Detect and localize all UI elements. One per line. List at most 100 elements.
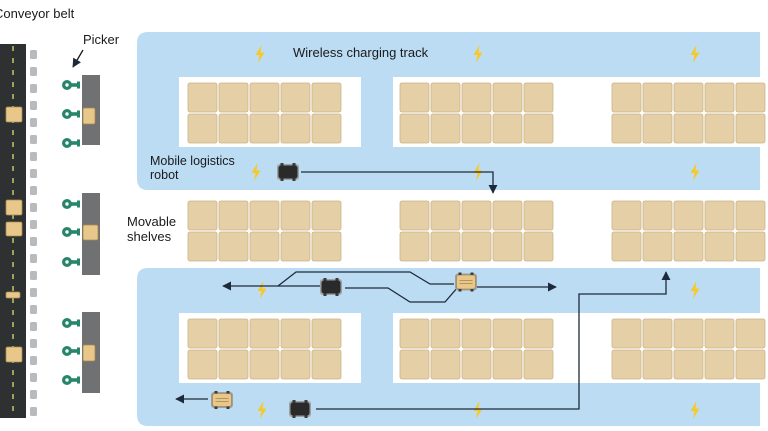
- shelf-unit: [642, 231, 673, 262]
- package-icon: [5, 291, 21, 299]
- shelf-unit: [399, 231, 430, 262]
- shelf-unit: [735, 82, 766, 113]
- lightning-bolt-icon: [251, 163, 261, 181]
- shelf-unit: [492, 82, 523, 113]
- shelf-unit: [611, 82, 642, 113]
- conveyor-roller: [30, 169, 37, 178]
- shelf-unit: [735, 231, 766, 262]
- conveyor-layer: [0, 44, 37, 418]
- picker-robot-icon: [62, 375, 80, 385]
- shelf-unit: [735, 113, 766, 144]
- shelf-unit: [673, 200, 704, 231]
- conveyor-roller: [30, 203, 37, 212]
- lightning-bolt-icon: [690, 401, 700, 419]
- shelf-unit: [311, 200, 342, 231]
- robot-route-layer: [175, 171, 671, 410]
- shelf-unit: [523, 231, 554, 262]
- shelf-layer: [187, 82, 766, 380]
- shelf-unit: [399, 349, 430, 380]
- shelf-unit: [218, 349, 249, 380]
- shelf-unit: [430, 200, 461, 231]
- shelf-unit: [249, 82, 280, 113]
- shelf-unit: [642, 318, 673, 349]
- mobile-robot-icon: [211, 391, 233, 409]
- shelf-unit: [492, 318, 523, 349]
- conveyor-roller: [30, 339, 37, 348]
- shelf-unit: [399, 200, 430, 231]
- shelf-unit: [492, 349, 523, 380]
- lightning-bolt-icon: [473, 45, 483, 63]
- conveyor-roller: [30, 390, 37, 399]
- picker-robot-icon: [62, 109, 80, 119]
- shelf-unit: [249, 200, 280, 231]
- shelf-unit: [187, 113, 218, 144]
- shelf-unit: [611, 113, 642, 144]
- shelf-unit: [461, 200, 492, 231]
- conveyor-roller: [30, 322, 37, 331]
- shelf-unit: [280, 349, 311, 380]
- picker-robot-icon: [62, 227, 80, 237]
- shelf-unit: [280, 231, 311, 262]
- package-icon: [5, 106, 23, 123]
- conveyor-roller: [30, 84, 37, 93]
- shelf-unit: [187, 231, 218, 262]
- shelf-unit: [249, 318, 280, 349]
- picker-pointer-arrow: [72, 49, 84, 68]
- conveyor-roller: [30, 186, 37, 195]
- package-icon: [5, 346, 23, 363]
- shelf-unit: [311, 349, 342, 380]
- picker-robot-icon: [62, 257, 80, 267]
- shelf-unit: [311, 318, 342, 349]
- lightning-bolt-icon: [690, 45, 700, 63]
- shelf-unit: [249, 349, 280, 380]
- conveyor-roller: [30, 135, 37, 144]
- shelf-unit: [611, 200, 642, 231]
- shelf-unit: [611, 231, 642, 262]
- conveyor-roller: [30, 50, 37, 59]
- mobile-robot-icon: [289, 400, 311, 418]
- shelf-unit: [523, 82, 554, 113]
- shelf-unit: [673, 318, 704, 349]
- shelf-unit: [704, 82, 735, 113]
- conveyor-roller: [30, 305, 37, 314]
- conveyor-roller: [30, 237, 37, 246]
- shelf-unit: [611, 318, 642, 349]
- shelf-unit: [218, 82, 249, 113]
- package-icon: [82, 344, 96, 362]
- robot-route: [316, 271, 671, 410]
- shelf-unit: [187, 200, 218, 231]
- shelf-unit: [523, 318, 554, 349]
- shelf-unit: [704, 349, 735, 380]
- shelf-unit: [187, 318, 218, 349]
- picker-layer: [62, 49, 100, 393]
- conveyor-roller: [30, 288, 37, 297]
- package-icon: [82, 224, 99, 241]
- shelf-unit: [430, 318, 461, 349]
- package-icon: [82, 107, 96, 125]
- shelf-unit: [187, 82, 218, 113]
- conveyor-roller: [30, 152, 37, 161]
- shelf-unit: [642, 82, 673, 113]
- picker-robot-icon: [62, 199, 80, 209]
- robot-layer: [211, 163, 477, 418]
- shelf-unit: [280, 82, 311, 113]
- conveyor-roller: [30, 118, 37, 127]
- conveyor-roller: [30, 373, 37, 382]
- lightning-bolt-icon: [257, 401, 267, 419]
- shelf-unit: [735, 318, 766, 349]
- picker-label: Picker: [83, 32, 120, 47]
- shelf-unit: [249, 231, 280, 262]
- shelf-unit: [249, 113, 280, 144]
- shelf-unit: [492, 200, 523, 231]
- picker-robot-icon: [62, 318, 80, 328]
- mobile-logistics-robot-label: Mobile logistics robot: [150, 154, 235, 183]
- robot-route: [277, 271, 454, 287]
- shelf-unit: [673, 82, 704, 113]
- shelf-unit: [523, 349, 554, 380]
- shelf-unit: [492, 113, 523, 144]
- shelf-unit: [399, 318, 430, 349]
- conveyor-belt-label: Conveyor belt: [0, 6, 75, 21]
- movable-shelves-label: Movable shelves: [127, 214, 177, 244]
